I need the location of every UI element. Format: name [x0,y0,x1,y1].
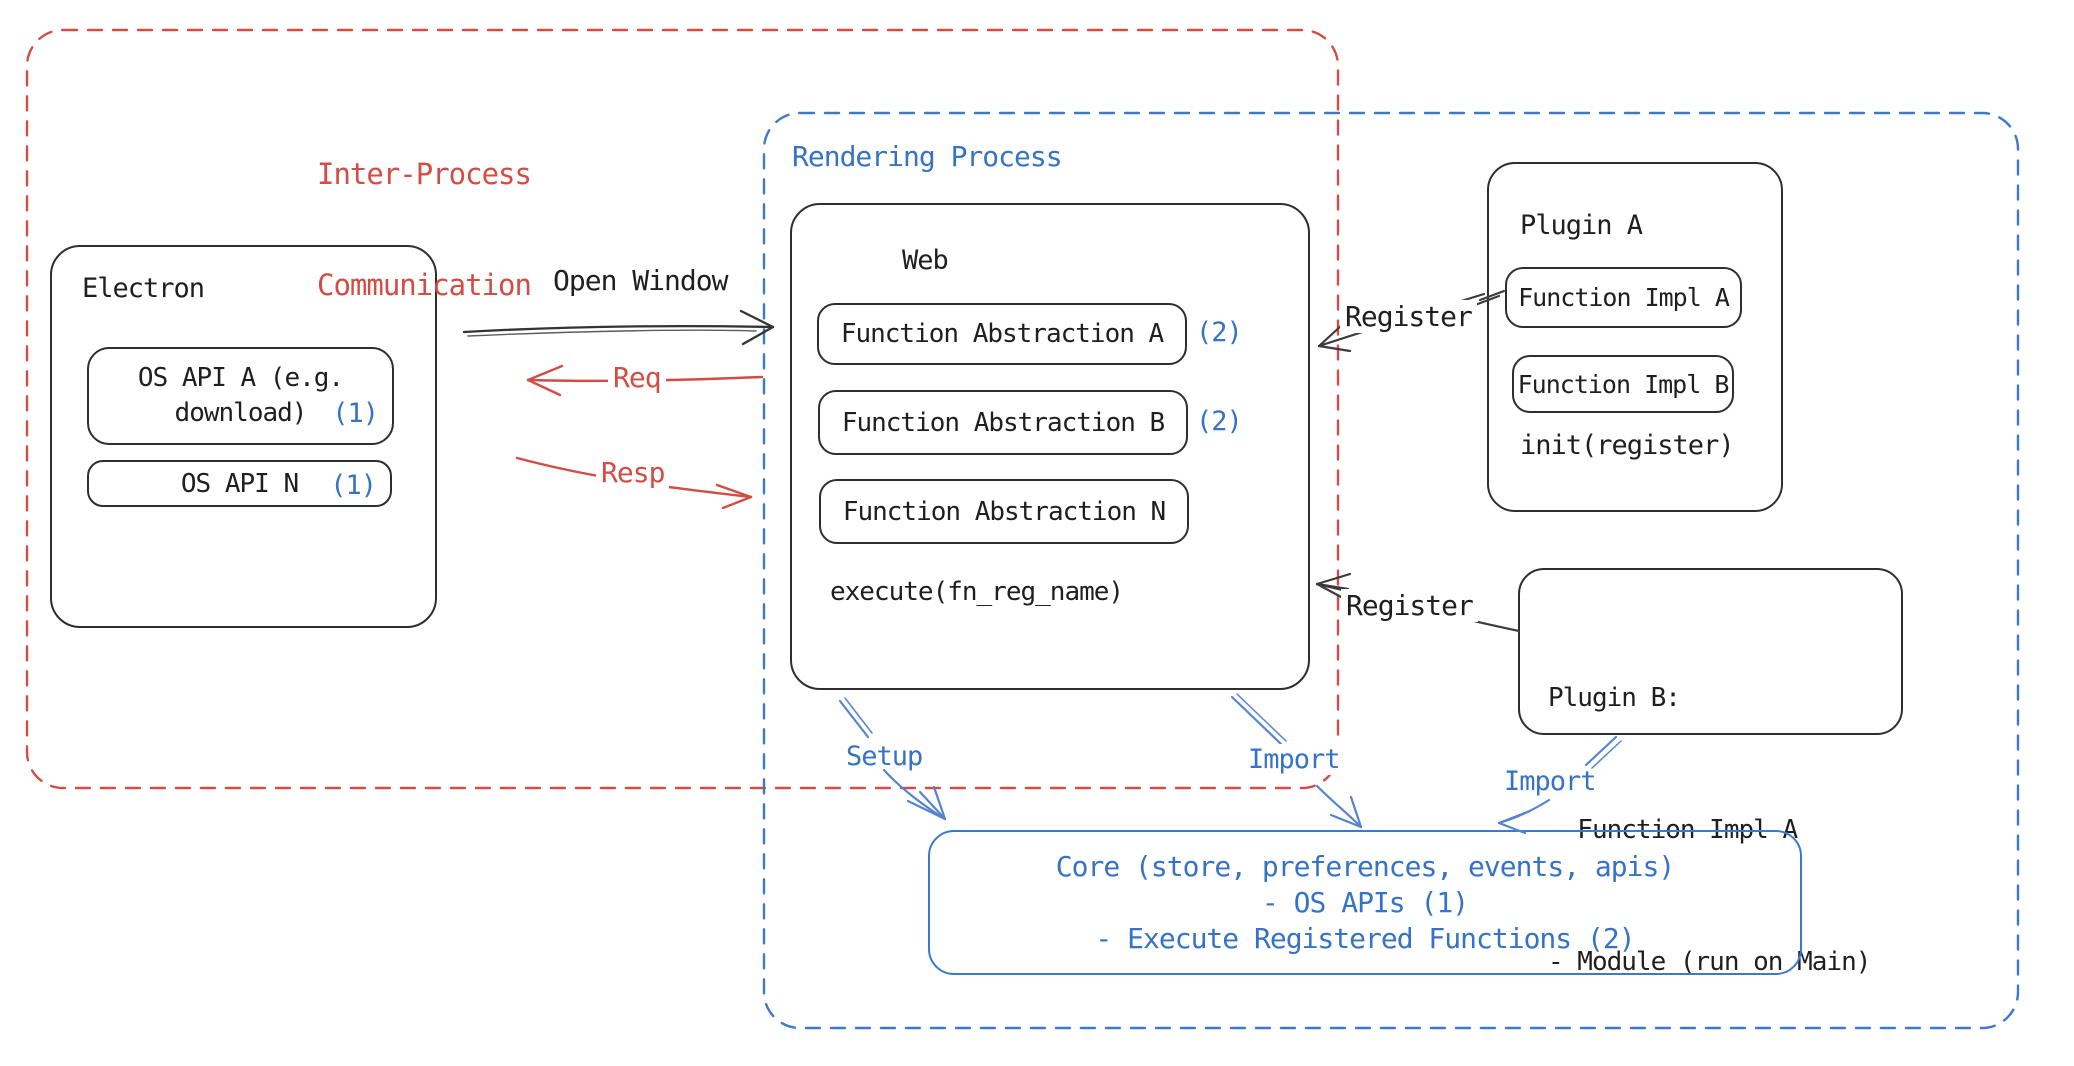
open-window-label: Open Window [553,264,728,297]
os-api-n-note: (1) [330,470,377,501]
rendering-region-title: Rendering Process [792,140,1063,173]
plugin-a-title: Plugin A [1520,210,1643,241]
function-abstraction-a-box: Function Abstraction A [817,303,1187,365]
execute-text: execute(fn_reg_name) [830,577,1124,607]
os-api-n-box: OS API N (1) [87,460,392,507]
os-api-n-label: OS API N [180,468,299,499]
function-abstraction-a-label: Function Abstraction A [840,319,1164,349]
plugin-b-box: Plugin B: - Function Impl A - Module (ru… [1518,568,1903,977]
electron-title: Electron [82,273,205,304]
function-impl-b-label: Function Impl B [1517,369,1730,399]
setup-label: Setup [846,741,923,772]
function-abstraction-n-box: Function Abstraction N [819,479,1189,544]
function-impl-b-box: Function Impl B [1512,355,1734,413]
plugin-a-box: Plugin A Function Impl A Function Impl B… [1487,162,1783,512]
core-box: Core (store, preferences, events, apis) … [928,830,1802,975]
function-impl-a-box: Function Impl A [1505,267,1742,328]
req-label: Req [608,361,666,394]
function-abstraction-b-note: (2) [1196,406,1243,437]
web-title: Web [902,245,949,276]
function-abstraction-b-box: Function Abstraction B [818,390,1188,455]
plugin-a-footer: init(register) [1520,430,1735,461]
plugin-b-line1: Plugin B: [1548,683,1681,713]
core-line2: - OS APIs (1) [1261,885,1469,919]
function-impl-a-label: Function Impl A [1518,283,1730,312]
os-api-a-note: (1) [332,398,379,429]
register-top-label: Register [1340,300,1477,333]
resp-label: Resp [596,456,670,489]
function-abstraction-a-note: (2) [1196,317,1243,348]
import-plugin-label: Import [1504,766,1597,797]
core-line1: Core (store, preferences, events, apis) [1055,849,1675,883]
function-abstraction-b-label: Function Abstraction B [841,407,1165,438]
core-line3: - Execute Registered Functions (2) [1095,921,1635,955]
ipc-region-title: Inter-Process Communication [317,157,532,302]
register-bottom-label: Register [1341,589,1478,622]
os-api-a-label: OS API A (e.g. download) [137,363,344,428]
plugin-b-text: Plugin B: - Function Impl A - Module (ru… [1548,588,1871,1066]
function-abstraction-n-label: Function Abstraction N [842,496,1166,527]
import-web-label: Import [1243,744,1345,775]
web-box: Web Function Abstraction A (2) Function … [790,203,1310,690]
